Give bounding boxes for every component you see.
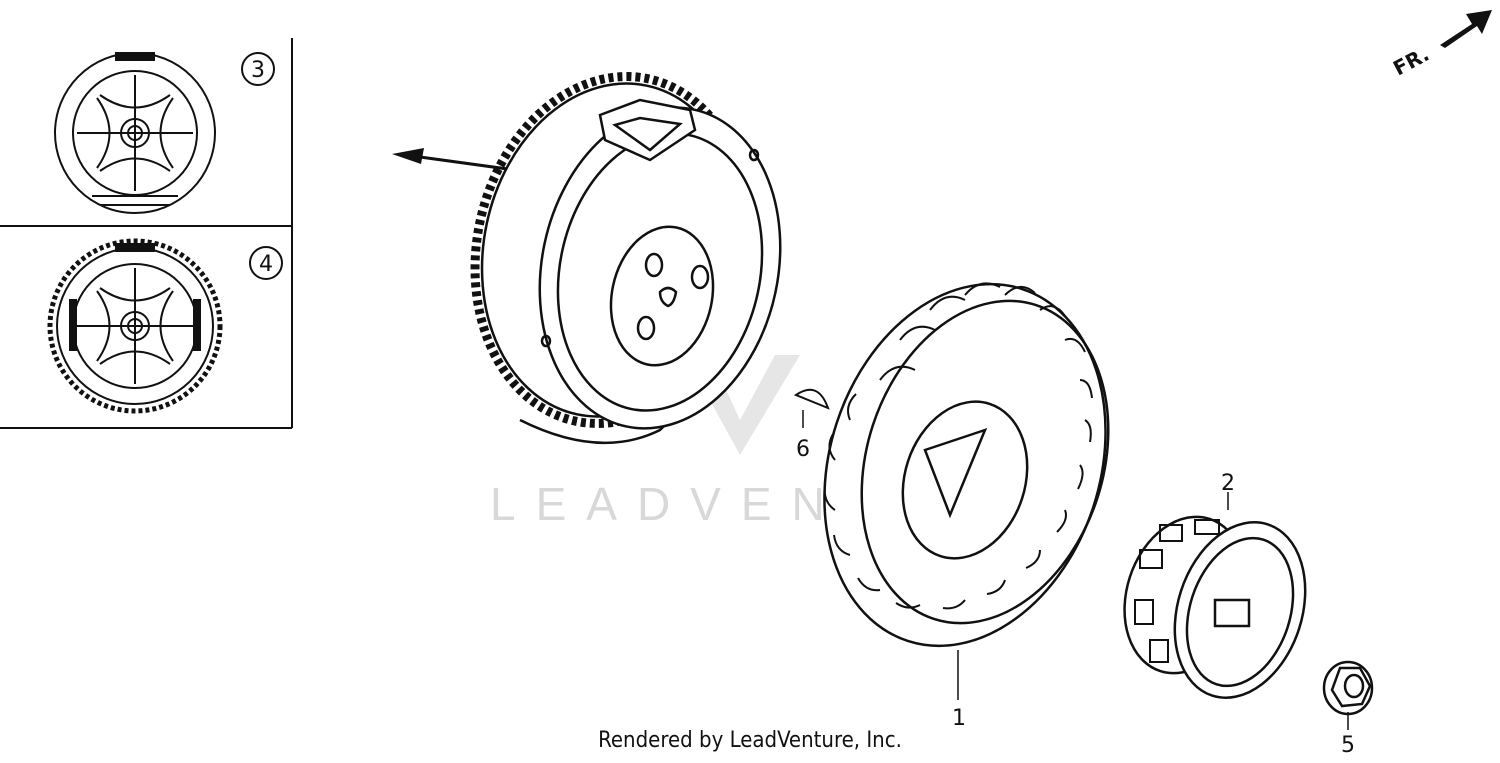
callout-2: 2: [1221, 471, 1235, 496]
front-direction-indicator: FR.: [1389, 10, 1492, 80]
callout-6: 6: [796, 437, 810, 462]
flywheel: [470, 72, 782, 445]
inset-4-number: 4: [259, 252, 273, 277]
footer-credit: Rendered by LeadVenture, Inc.: [598, 728, 902, 753]
woodruff-key: [793, 388, 830, 428]
reference-arrow: [392, 148, 516, 172]
flange-nut: [1322, 660, 1374, 730]
inset-flywheel-type-3: [54, 52, 216, 214]
inset-3-label: 3: [241, 52, 275, 86]
front-direction-arrow: [1440, 10, 1492, 48]
inset-frame: [0, 38, 293, 429]
inset-4-label: 4: [249, 246, 283, 280]
cooling-fan: [823, 282, 1110, 700]
inset-3-number: 3: [251, 58, 265, 83]
front-direction-label: FR.: [1389, 42, 1433, 81]
starter-pulley: [1123, 492, 1307, 699]
callout-1: 1: [952, 706, 966, 731]
callout-5: 5: [1341, 733, 1355, 758]
inset-flywheel-type-4: [47, 238, 223, 414]
